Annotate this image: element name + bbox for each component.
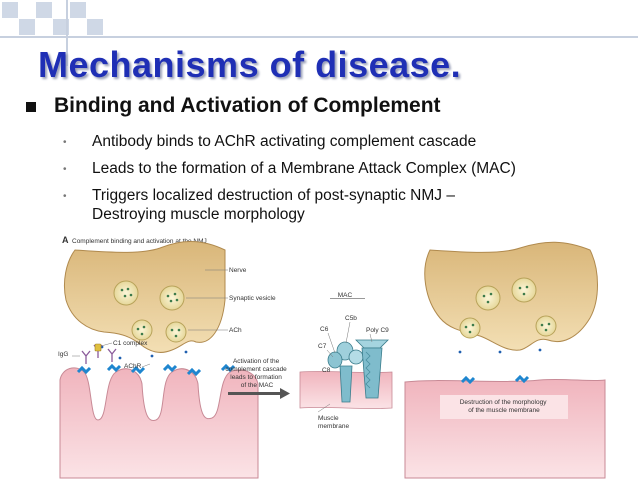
activation-line-3: leads to formation — [230, 374, 282, 381]
label-c5b: C5b — [345, 315, 357, 322]
label-c7: C7 — [318, 343, 327, 350]
figure-caption: Complement binding and activation at the… — [72, 238, 207, 245]
muscle-membrane-right — [404, 378, 606, 479]
achr-receptors-right — [460, 374, 530, 385]
mac-bracket — [330, 298, 365, 299]
header-divider — [0, 36, 638, 38]
mac-complex — [327, 339, 389, 403]
label-nerve: Nerve — [229, 267, 247, 274]
square-bullet-icon — [26, 102, 36, 112]
bullet-2: Leads to the formation of a Membrane Att… — [92, 160, 516, 177]
label-c1-complex: C1 complex — [113, 340, 148, 347]
destruction-line-2: of the muscle membrane — [468, 407, 540, 414]
muscle-membrane-line-1: Muscle — [318, 415, 339, 422]
c1-complex-icon — [94, 343, 102, 352]
bullet-1: Antibody binds to AChR activating comple… — [92, 133, 477, 150]
panel-letter: A — [62, 235, 69, 245]
nerve-terminal-left — [63, 241, 226, 353]
achr-receptors-left — [76, 363, 236, 377]
label-activation: Activation of the complement cascade lea… — [225, 358, 288, 389]
slide-heading: Binding and Activation of Complement — [54, 94, 441, 117]
label-poly-c9: Poly C9 — [366, 327, 389, 334]
activation-line-4: of the MAC — [241, 382, 274, 389]
synaptic-vesicles-left — [100, 280, 188, 360]
label-achr: AChR — [124, 363, 142, 370]
right-arrow-icon — [228, 388, 290, 399]
bullet-dot-icon: • — [63, 137, 67, 148]
bullet-dot-icon: • — [63, 164, 67, 175]
label-c8: C8 — [322, 367, 331, 374]
muscle-membrane-line-2: membrane — [318, 423, 349, 430]
label-synaptic-vesicle: Synaptic vesicle — [229, 295, 276, 302]
activation-line-1: Activation of the — [233, 358, 280, 365]
label-c6: C6 — [320, 326, 329, 333]
muscle-membrane-left — [59, 367, 259, 479]
label-destruction: Destruction of the morphology of the mus… — [460, 399, 549, 414]
bullet-3-continued: Destroying muscle morphology — [92, 206, 305, 223]
label-muscle-membrane: Muscle membrane — [318, 415, 349, 430]
nerve-terminal-right — [424, 241, 598, 351]
header-vertical-divider — [66, 0, 68, 66]
destruction-line-1: Destruction of the morphology — [460, 399, 547, 406]
slide-title: Mechanisms of disease. — [38, 44, 462, 85]
destruction-caption-box — [440, 395, 568, 419]
label-ach: ACh — [229, 327, 242, 334]
bullet-3: Triggers localized destruction of post-s… — [92, 187, 455, 204]
synaptic-vesicles-right — [458, 277, 557, 354]
bullet-dot-icon: • — [63, 191, 67, 202]
activation-line-2: complement cascade — [225, 366, 287, 373]
label-mac: MAC — [338, 292, 353, 299]
label-igg: IgG — [58, 351, 68, 358]
header-decoration — [0, 0, 105, 36]
